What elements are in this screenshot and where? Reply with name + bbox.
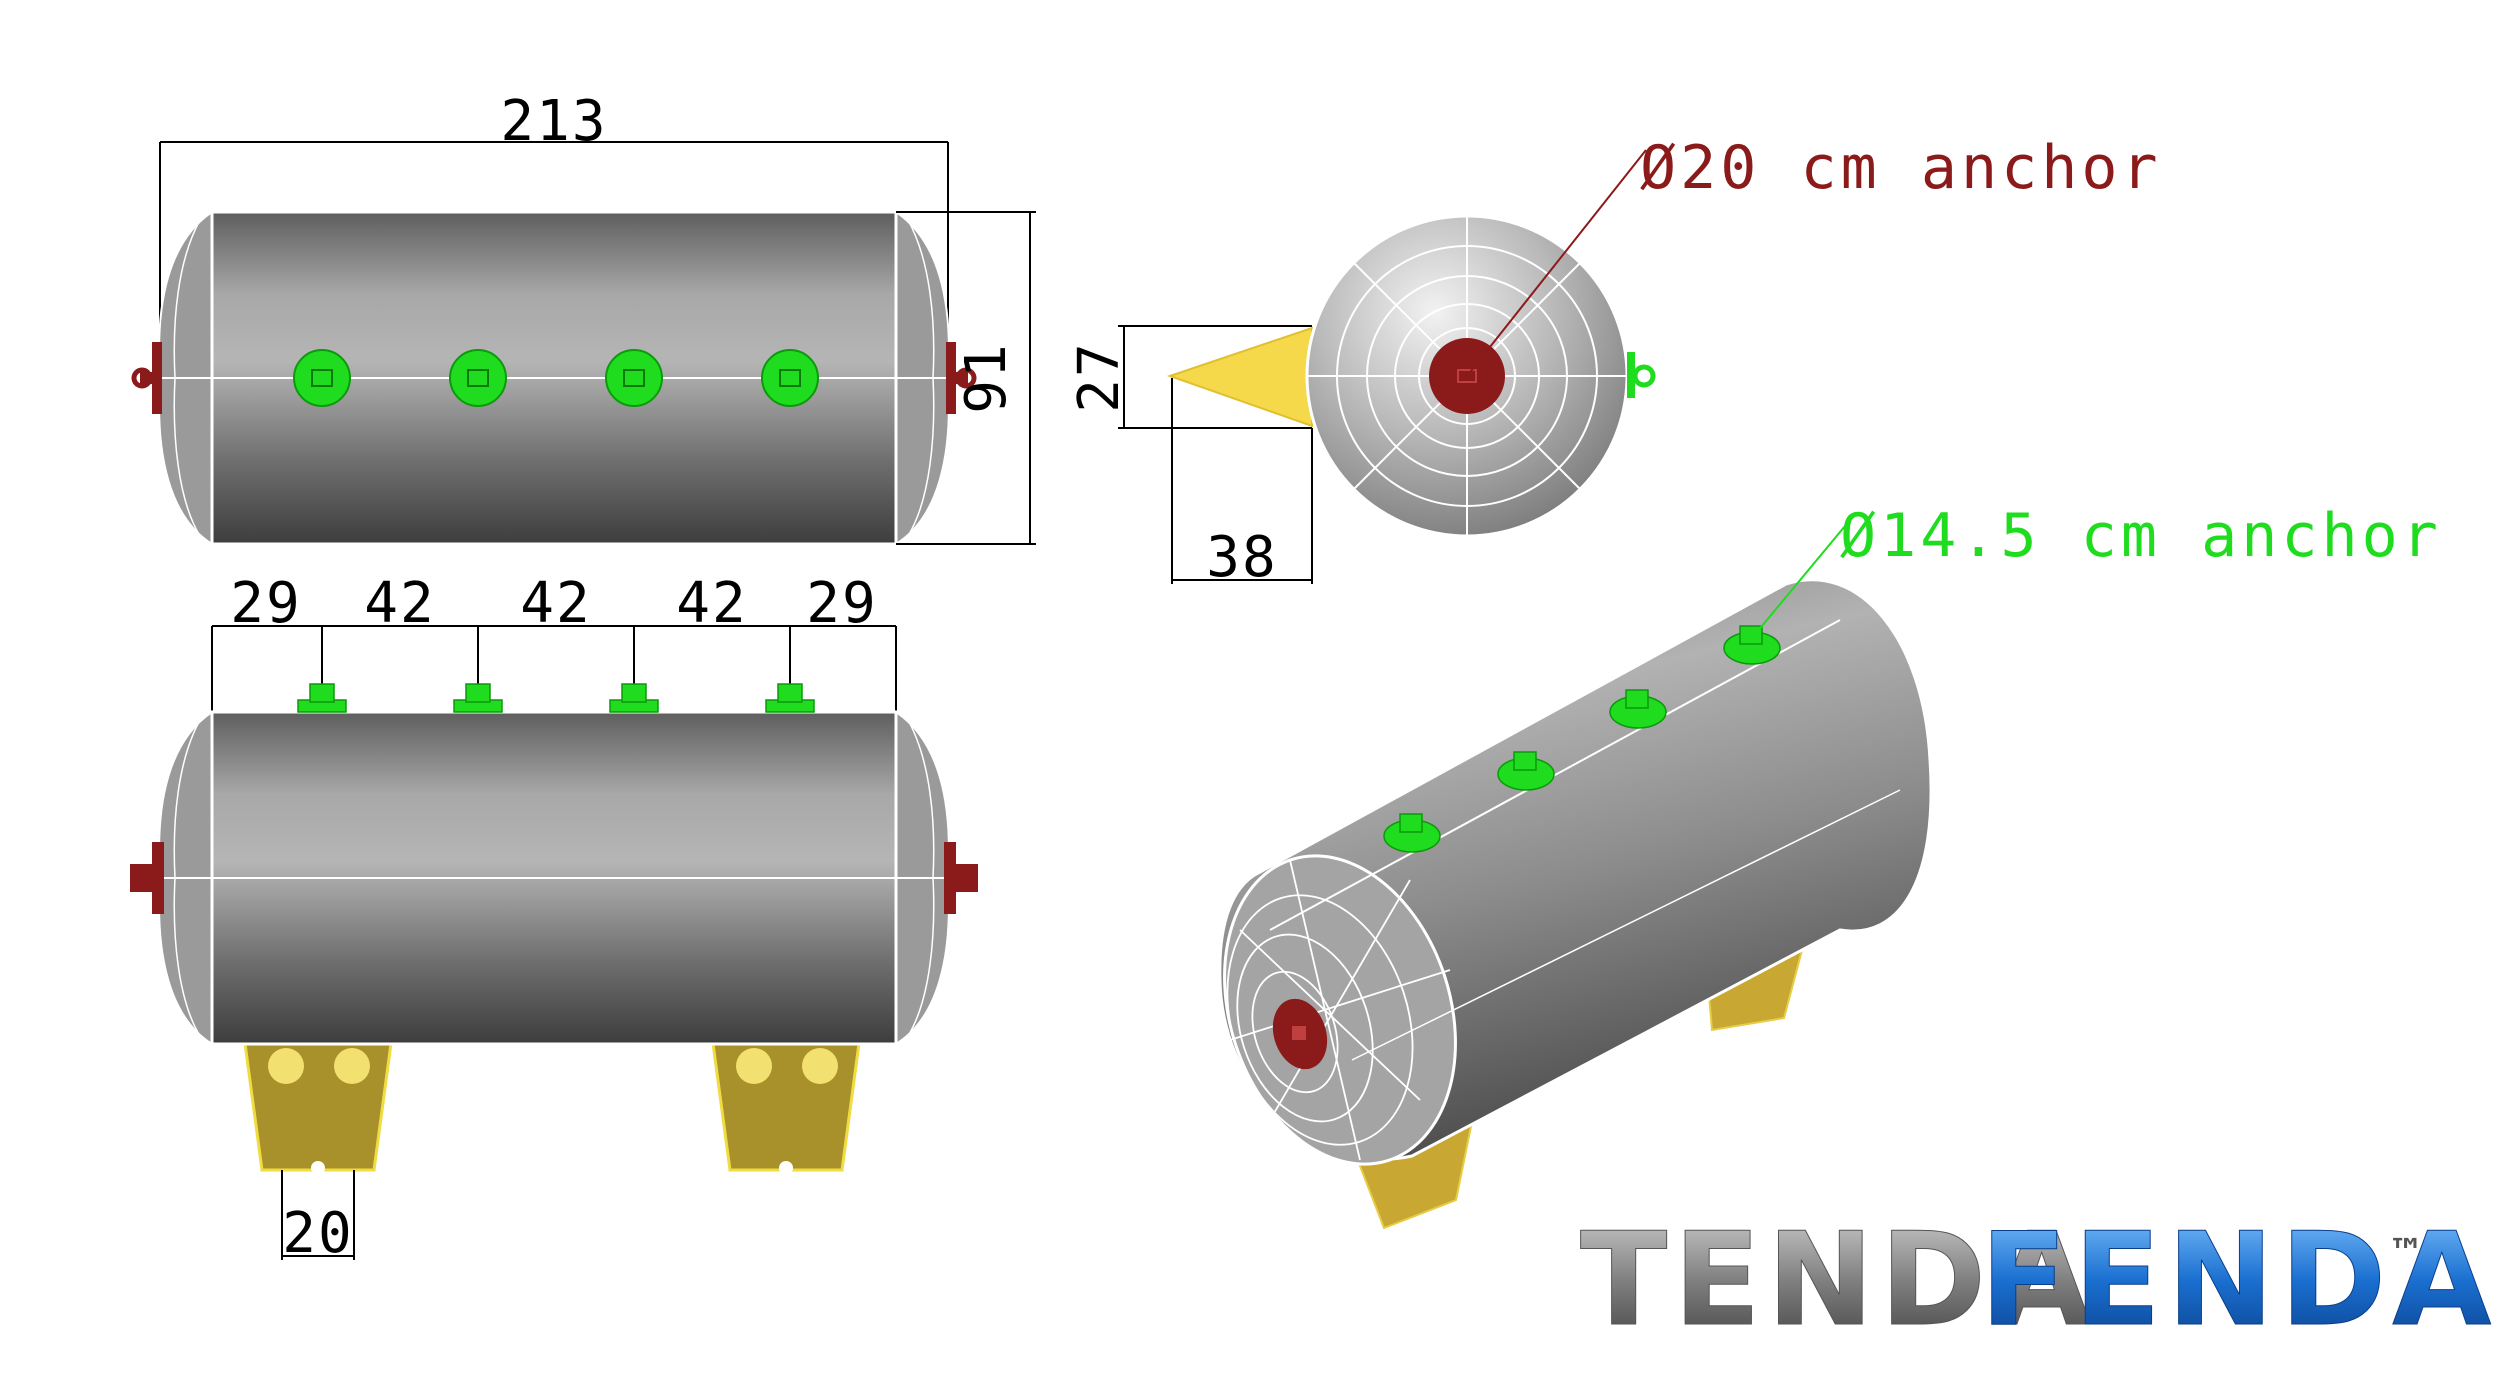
top-anchor-1	[293, 349, 351, 407]
iso-top-anchors	[1383, 625, 1781, 853]
dim-spacing-lines	[211, 625, 897, 712]
cone	[1166, 326, 1313, 428]
dim-spacing-2: 42	[520, 571, 591, 636]
end-anchor-right	[946, 342, 977, 414]
end-anchor-leader	[1466, 149, 1647, 377]
support-foot-left	[242, 1034, 394, 1175]
dim-spacing-end-left: 29	[230, 571, 301, 636]
logo: TENDA FENDA ™	[1580, 1206, 2497, 1356]
end-anchor-callout: Ø20 cm anchor	[1640, 133, 2162, 203]
dim-spacing-3: 42	[676, 571, 747, 636]
side-top-anchors	[297, 683, 815, 713]
dim-cone-height-label: 27	[1067, 341, 1132, 412]
end-view: 27 38 Ø20 cm anchor	[1067, 133, 2162, 590]
dim-cone-length-label: 38	[1206, 525, 1277, 590]
side-top-anchor-4	[765, 683, 815, 713]
iso-end-anchor	[1272, 998, 1328, 1070]
iso-view: Ø14.5 cm anchor	[1218, 501, 2442, 1230]
logo-part2: FENDA	[1980, 1206, 2497, 1355]
top-anchors	[293, 349, 819, 407]
side-view: 29 42 42 42 29	[130, 571, 978, 1266]
iso-top-anchor-2	[1497, 751, 1555, 791]
iso-top-anchor-1	[1383, 813, 1441, 853]
dim-overall-length-label: 213	[500, 89, 607, 154]
top-anchor-3	[605, 349, 663, 407]
side-top-anchor-2	[453, 683, 503, 713]
dim-spacing-end-right: 29	[806, 571, 877, 636]
top-anchor-leader	[1751, 519, 1851, 639]
iso-top-anchor-4	[1723, 625, 1781, 665]
dim-foot-width-label: 20	[282, 1201, 353, 1266]
dim-spacing-1: 42	[364, 571, 435, 636]
dim-overall-diameter	[896, 211, 1036, 545]
top-anchor-callout: Ø14.5 cm anchor	[1840, 501, 2442, 571]
logo-part1: TENDA	[1580, 1206, 2097, 1355]
dim-foot-width	[281, 1170, 355, 1260]
logo-trademark: ™	[2388, 1232, 2424, 1273]
support-foot-right	[710, 1034, 862, 1175]
top-anchor-2	[449, 349, 507, 407]
side-top-anchor-1	[297, 683, 347, 713]
iso-end-wireframe	[1226, 859, 1451, 1161]
iso-top-anchor-3	[1609, 689, 1667, 729]
side-end-anchor-left	[130, 842, 164, 914]
sphere-top-anchor	[1627, 352, 1656, 398]
top-anchor-4	[761, 349, 819, 407]
side-end-anchor-right	[944, 842, 978, 914]
front-view: 213	[131, 89, 1036, 546]
dim-overall-diameter-label: 91	[954, 342, 1019, 413]
side-top-anchor-3	[609, 683, 659, 713]
end-anchor-left	[131, 342, 162, 414]
dim-cone-lines	[1118, 325, 1313, 584]
